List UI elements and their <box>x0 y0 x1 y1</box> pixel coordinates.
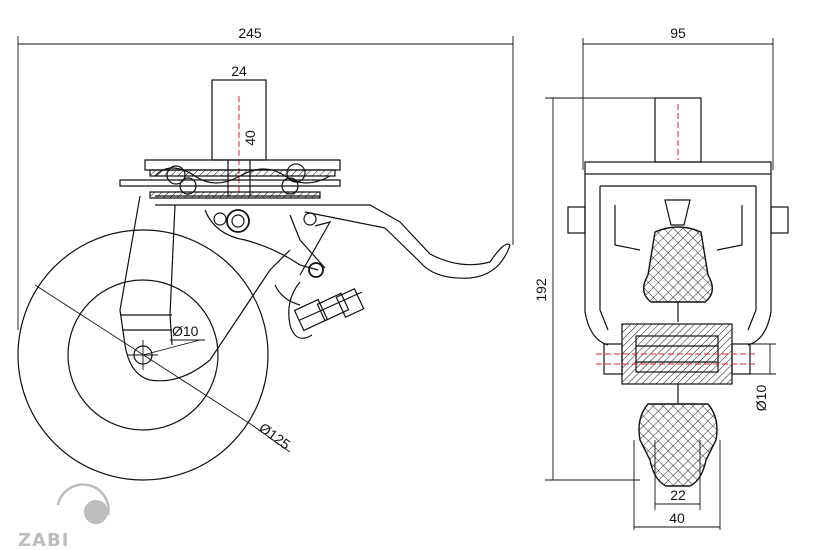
tyre-lower <box>638 403 718 487</box>
stem-width-label: 24 <box>231 63 247 79</box>
dimension-wheel-width: 40 <box>633 440 721 530</box>
dimension-tread-width: 22 <box>654 440 701 510</box>
overall-length-label: 245 <box>238 25 262 41</box>
dimension-overall-length: 245 <box>17 25 514 330</box>
dimension-overall-height: 192 <box>533 97 655 481</box>
brand-logo: ZABI <box>18 483 110 550</box>
dimension-axle-front: Ø10 <box>750 343 776 412</box>
logo-text: ZABI <box>18 530 69 550</box>
swivel-plate <box>119 159 341 199</box>
wheel-width-label: 40 <box>669 510 685 526</box>
brake-bolt <box>293 288 365 332</box>
side-view: 245 24 40 <box>17 25 514 550</box>
wheel-diameter-label: Ø125 <box>256 419 293 452</box>
axle-diameter-label: Ø10 <box>172 323 199 339</box>
front-view: 95 192 <box>533 25 789 530</box>
stem: 40 <box>211 79 267 196</box>
fork <box>119 195 291 382</box>
dimension-overall-width: 95 <box>582 25 774 170</box>
dimension-stem-width: 24 <box>212 63 266 81</box>
tread-width-label: 22 <box>670 487 686 503</box>
overall-width-label: 95 <box>670 25 686 41</box>
axle-diameter-front-label: Ø10 <box>753 385 769 412</box>
top-plate-front <box>584 161 772 175</box>
overall-height-label: 192 <box>533 278 549 302</box>
hub <box>596 323 756 385</box>
wheel-side: Ø10 Ø125 <box>17 229 294 481</box>
stem-height-label: 40 <box>242 130 258 146</box>
brake-lever <box>155 204 511 339</box>
brake-block <box>643 226 713 303</box>
